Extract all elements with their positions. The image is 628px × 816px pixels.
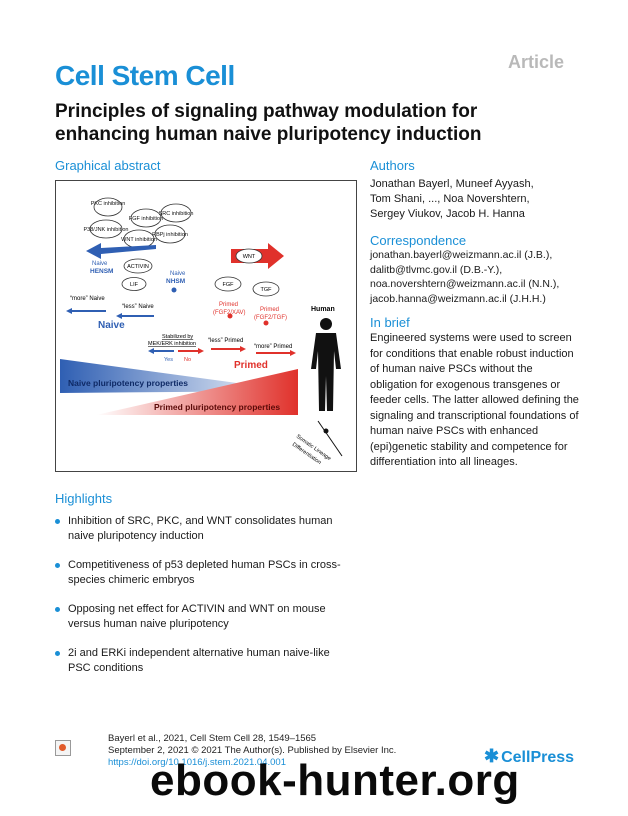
in-brief-text: Engineered systems were used to screen f…: [370, 332, 579, 468]
highlights-heading: Highlights: [55, 491, 113, 506]
in-brief-heading: In brief: [370, 315, 410, 330]
primed-gradient-wedge: [96, 369, 298, 415]
hensm-label-line1: Naive: [92, 261, 108, 267]
bullet-icon: [55, 651, 60, 656]
bullet-icon: [55, 563, 60, 568]
primed-properties-label: Primed pluripotency properties: [154, 402, 280, 412]
highlight-text: Competitiveness of p53 depleted human PS…: [68, 559, 341, 586]
hensm-label-line2: HENSM: [90, 268, 113, 275]
inhibitor-label-src: SRC inhibition: [159, 211, 194, 217]
highlights-section: Highlights Inhibition of SRC, PKC, and W…: [55, 491, 355, 690]
journal-name: Cell Stem Cell: [55, 60, 235, 91]
more-primed-label: “more” Primed: [254, 344, 292, 350]
authors-heading: Authors: [370, 158, 415, 173]
yes-label: Yes: [164, 357, 173, 363]
more-naive-label: “more” Naive: [70, 296, 105, 302]
human-label: Human: [311, 306, 335, 313]
email-link[interactable]: dalitb@tlvmc.gov.il (D.B.-Y.),: [370, 263, 503, 276]
bullet-icon: [55, 607, 60, 612]
authors-list: Jonathan Bayerl, Muneef Ayyash, Tom Shan…: [370, 177, 580, 222]
nhsm-label-line2: NHSM: [166, 278, 185, 285]
graphical-abstract: PKC inhibition FGF inhibition SRC inhibi…: [55, 180, 357, 472]
human-silhouette: [311, 318, 341, 411]
naive-big-label: Naive: [98, 320, 125, 331]
inhibitor-label-wnt: WNT inhibition: [121, 237, 157, 243]
authors-line: Jonathan Bayerl, Muneef Ayyash,: [370, 178, 534, 190]
primed-tgf-line2: (FGF2/TGF): [254, 315, 287, 321]
watermark-text: ebook-hunter.org: [150, 756, 520, 805]
inhibitor-label-fgf: FGF inhibition: [129, 216, 163, 222]
highlight-item: Competitiveness of p53 depleted human PS…: [55, 558, 355, 588]
inhibitor-label-rbpj: RBPj inhibition: [152, 232, 188, 238]
doi-link[interactable]: https://doi.org/10.1016/j.stem.2021.04.0…: [108, 757, 286, 768]
open-access-icon: [55, 740, 71, 756]
naive-arrow: [86, 243, 156, 259]
primed-tgf-line1: Primed: [260, 307, 279, 313]
license-line: September 2, 2021 © 2021 The Author(s). …: [108, 745, 397, 756]
lif-label: LIF: [130, 282, 139, 288]
cellpress-logo: ✱CellPress: [484, 746, 574, 767]
activin-label: ACTIVIN: [127, 264, 149, 270]
highlight-text: Inhibition of SRC, PKC, and WNT consolid…: [68, 515, 333, 542]
article-tag: Article: [507, 52, 564, 72]
highlight-text: Opposing net effect for ACTIVIN and WNT …: [68, 603, 326, 630]
less-naive-label: “less” Naive: [122, 304, 154, 310]
article-title: Principles of signaling pathway modulati…: [55, 101, 482, 145]
less-primed-label: “less” Primed: [208, 338, 243, 344]
highlight-item: 2i and ERKi independent alternative huma…: [55, 646, 355, 676]
correspondence-heading: Correspondence: [370, 233, 467, 248]
inhibitor-cluster: PKC inhibition FGF inhibition SRC inhibi…: [84, 197, 194, 249]
highlight-item: Opposing net effect for ACTIVIN and WNT …: [55, 602, 355, 632]
nhsm-label-line1: Naive: [170, 271, 186, 277]
primed-big-label: Primed: [234, 360, 268, 371]
bullet-icon: [55, 519, 60, 524]
publisher-name: CellPress: [501, 749, 575, 766]
citation-line: Bayerl et al., 2021, Cell Stem Cell 28, …: [108, 733, 317, 744]
inhibitor-label-p38: P38/JNK inhibition: [84, 227, 129, 233]
authors-line: Sergey Viukov, Jacob H. Hanna: [370, 208, 525, 220]
no-label: No: [184, 357, 191, 363]
primed-xav-line2: (FGF2/XAV): [213, 310, 246, 316]
highlight-text: 2i and ERKi independent alternative huma…: [68, 647, 330, 674]
naive-properties-label: Naive pluripotency properties: [68, 378, 188, 388]
primed-xav-line1: Primed: [219, 302, 238, 308]
correspondence-list: jonathan.bayerl@weizmann.ac.il (J.B.), d…: [370, 248, 590, 306]
fgf-label: FGF: [223, 282, 235, 288]
email-link[interactable]: jacob.hanna@weizmann.ac.il (J.H.H.): [370, 292, 546, 305]
cellpress-logo-icon: ✱: [484, 746, 500, 766]
email-link[interactable]: jonathan.bayerl@weizmann.ac.il (J.B.),: [370, 249, 553, 261]
stabilized-line1: Stabilized by: [162, 334, 193, 340]
tgf-label: TGF: [261, 287, 273, 293]
stabilized-line2: MEK/ERK inhibition: [148, 341, 196, 347]
authors-line: Tom Shani, ..., Noa Novershtern,: [370, 193, 530, 205]
inhibitor-label-pkc: PKC inhibition: [91, 201, 126, 207]
wnt-label: WNT: [243, 254, 256, 260]
email-link[interactable]: noa.novershtern@weizmann.ac.il (N.N.),: [370, 278, 560, 290]
graphical-abstract-heading: Graphical abstract: [55, 158, 161, 173]
highlight-item: Inhibition of SRC, PKC, and WNT consolid…: [55, 514, 355, 544]
citation-footer: Bayerl et al., 2021, Cell Stem Cell 28, …: [108, 733, 396, 769]
